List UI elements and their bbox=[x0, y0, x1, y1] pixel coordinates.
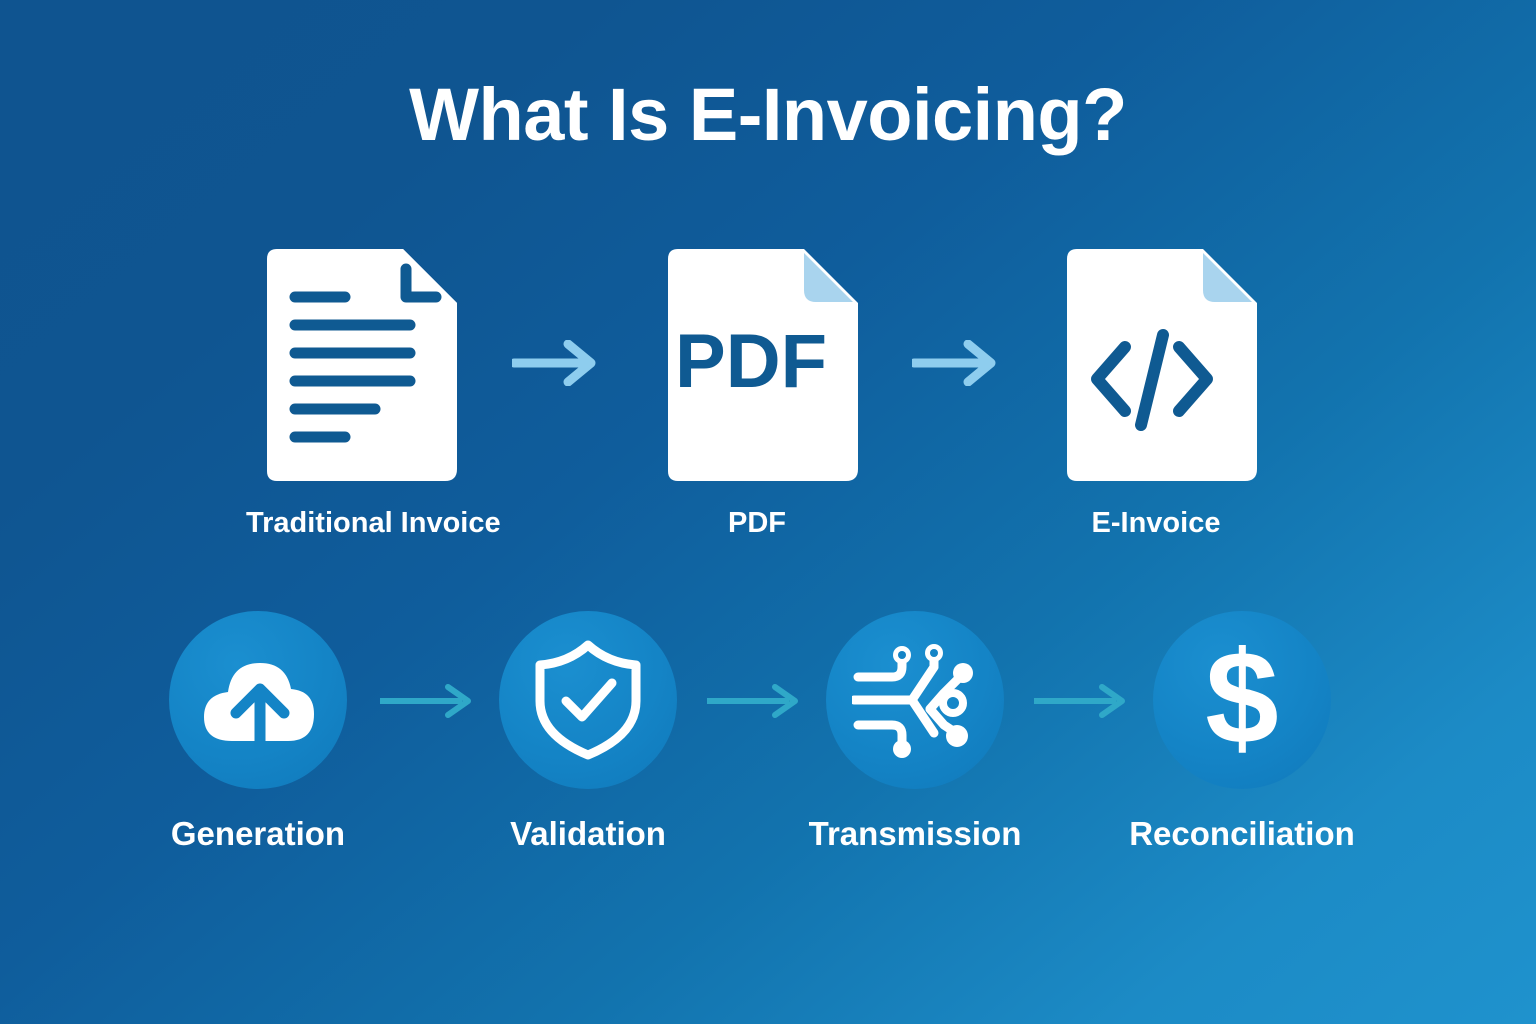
doc-step-traditional-invoice: Traditional Invoice bbox=[246, 247, 501, 540]
arrow-right-icon bbox=[705, 683, 805, 719]
process-step-label: Generation bbox=[170, 815, 346, 852]
doc-step-label: E-Invoice bbox=[1091, 507, 1221, 539]
process-step-label: Transmission bbox=[808, 815, 1022, 852]
cloud-upload-icon bbox=[169, 611, 347, 789]
process-step-validation: Validation bbox=[458, 611, 718, 853]
process-step-label: Validation bbox=[510, 815, 666, 852]
doc-step-label: Traditional Invoice bbox=[246, 507, 501, 539]
lined-document-icon bbox=[253, 247, 459, 483]
arrow-right-icon bbox=[1032, 683, 1132, 719]
doc-step-e-invoice: E-Invoice bbox=[1046, 247, 1266, 540]
arrow-right-icon bbox=[378, 683, 478, 719]
process-step-label: Reconciliation bbox=[1129, 815, 1355, 852]
circuit-network-icon bbox=[826, 611, 1004, 789]
arrow-right-icon bbox=[509, 339, 604, 387]
doc-step-label: PDF bbox=[728, 507, 786, 539]
doc-step-pdf: PDF PDF bbox=[647, 247, 867, 540]
code-document-icon bbox=[1053, 247, 1259, 483]
dollar-sign-icon: $ bbox=[1153, 611, 1331, 789]
pdf-label: PDF bbox=[675, 319, 827, 404]
page-title: What Is E-Invoicing? bbox=[409, 73, 1127, 156]
process-step-reconciliation: $ Reconciliation bbox=[1112, 611, 1372, 853]
svg-text:$: $ bbox=[1205, 637, 1278, 763]
pdf-document-icon: PDF bbox=[654, 247, 860, 483]
arrow-right-icon bbox=[909, 339, 1004, 387]
process-step-transmission: Transmission bbox=[785, 611, 1045, 853]
process-step-generation: Generation bbox=[128, 611, 388, 853]
shield-check-icon bbox=[499, 611, 677, 789]
